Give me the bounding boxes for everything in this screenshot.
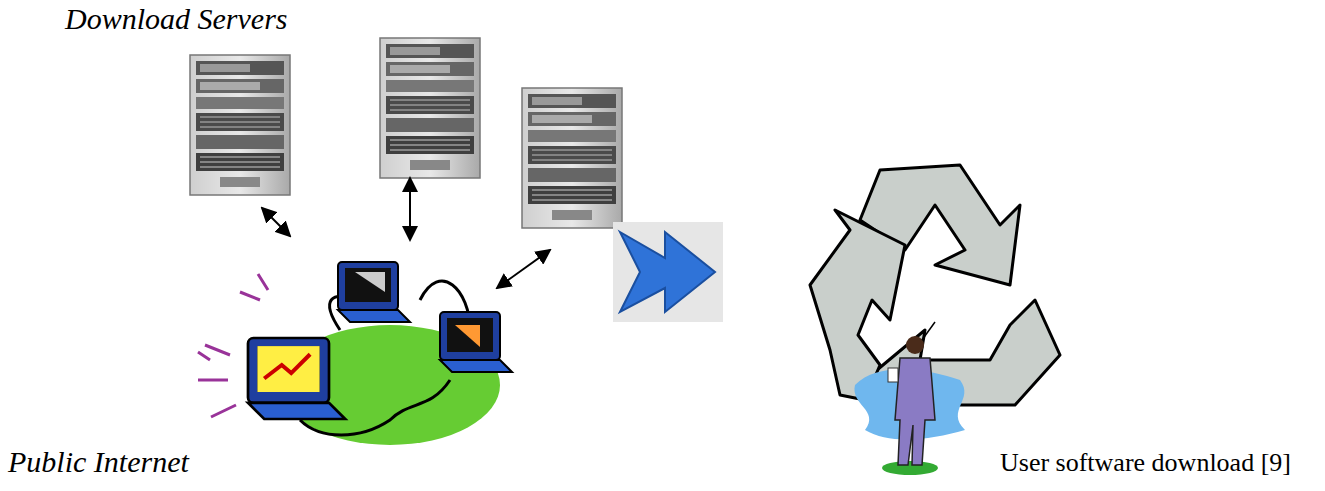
link-arrow	[497, 250, 550, 288]
figure-caption: User software download [9]	[1000, 448, 1291, 478]
user-figure	[854, 322, 965, 475]
server-tower	[522, 88, 622, 228]
link-arrow	[409, 178, 411, 240]
section-label: Download Servers	[65, 2, 287, 36]
link-arrow	[262, 208, 290, 236]
transfer-arrow	[613, 222, 723, 322]
internet-cluster	[198, 262, 512, 445]
section-label: Public Internet	[8, 445, 189, 479]
server-tower	[380, 38, 480, 178]
server-tower	[190, 55, 290, 195]
